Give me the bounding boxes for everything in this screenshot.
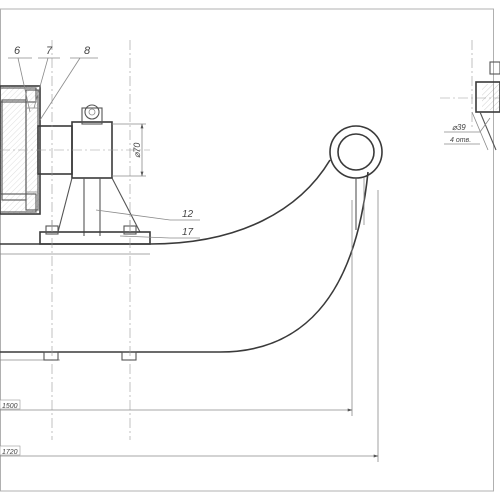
right-diameter-label: ⌀39 <box>452 123 466 132</box>
callout-12: 12 <box>182 209 194 220</box>
callout-leaders <box>8 57 200 239</box>
bore-dimension <box>112 123 146 177</box>
length-2-label: 1720 <box>2 449 18 456</box>
pivot-eye <box>329 125 383 230</box>
right-holes-label: 4 отв. <box>450 137 471 144</box>
support-pedestal <box>39 177 151 245</box>
right-detail <box>440 40 500 151</box>
length-1-label: 1500 <box>2 403 18 410</box>
drawing-frame <box>0 8 494 492</box>
length-dimensions <box>0 190 379 462</box>
callout-17: 17 <box>182 227 194 238</box>
bearing-housing <box>0 85 150 215</box>
callout-8: 8 <box>84 45 91 57</box>
top-fastener <box>81 104 103 125</box>
curved-frame <box>0 159 369 361</box>
bore-diameter-label: ⌀70 <box>132 143 142 158</box>
callout-7: 7 <box>46 45 53 57</box>
callout-6: 6 <box>14 45 21 57</box>
